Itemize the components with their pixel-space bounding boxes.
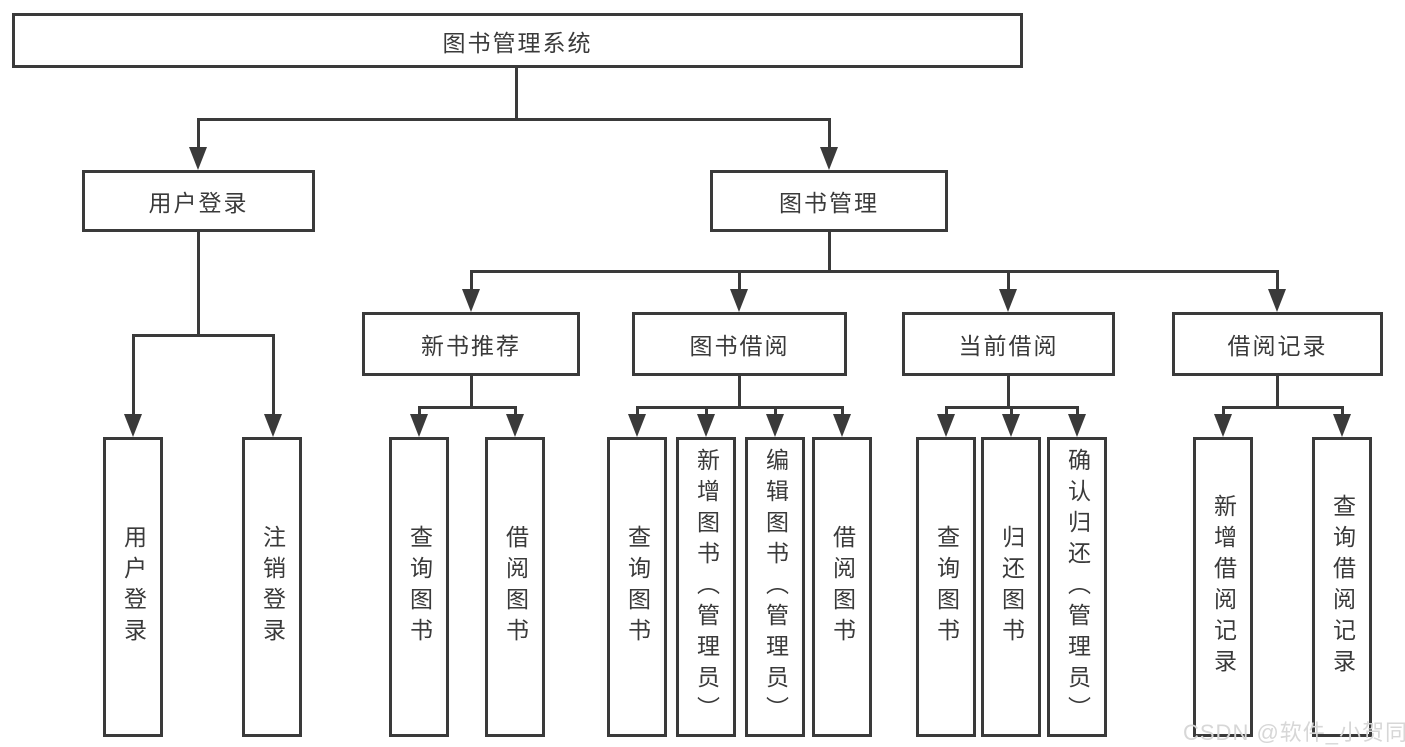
connector-vline [1222, 406, 1225, 417]
node-library-management-system: 图书管理系统 [12, 13, 1023, 68]
connector-vline [514, 406, 517, 417]
node-current-borrowing: 当前借阅 [902, 312, 1115, 376]
leaf-user-login: 用户登录 [103, 437, 163, 737]
connector-arrowhead [462, 289, 480, 312]
connector-hline [197, 118, 831, 121]
connector-vline [1276, 270, 1279, 291]
connector-vline [197, 230, 200, 336]
connector-vline [1276, 374, 1279, 408]
leaf-return-books: 归还图书 [981, 437, 1041, 737]
connector-arrowhead [697, 414, 715, 437]
leaf-borrow-books-recommend: 借阅图书 [485, 437, 545, 737]
connector-vline [738, 270, 741, 291]
leaf-query-books-borrow: 查询图书 [607, 437, 667, 737]
connector-arrowhead [628, 414, 646, 437]
connector-vline [470, 374, 473, 408]
connector-vline [197, 118, 200, 149]
connector-vline [705, 406, 708, 417]
connector-vline [945, 406, 948, 417]
connector-arrowhead [189, 147, 207, 170]
leaf-borrow-books: 借阅图书 [812, 437, 872, 737]
connector-arrowhead [264, 414, 282, 437]
connector-vline [418, 406, 421, 417]
leaf-query-books-current: 查询图书 [916, 437, 976, 737]
connector-vline [1076, 406, 1079, 417]
connector-vline [828, 118, 831, 149]
leaf-confirm-return-admin: 确认归还（管理员） [1047, 437, 1107, 737]
connector-vline [470, 270, 473, 291]
connector-arrowhead [1214, 414, 1232, 437]
connector-vline [515, 66, 518, 120]
leaf-add-books-admin: 新增图书（管理员） [676, 437, 736, 737]
connector-arrowhead [124, 414, 142, 437]
connector-arrowhead [820, 147, 838, 170]
connector-vline [1341, 406, 1344, 417]
leaf-query-books-recommend: 查询图书 [389, 437, 449, 737]
connector-hline [418, 406, 517, 409]
node-book-borrowing: 图书借阅 [632, 312, 847, 376]
connector-hline [132, 334, 275, 337]
connector-arrowhead [833, 414, 851, 437]
connector-arrowhead [1002, 414, 1020, 437]
connector-arrowhead [766, 414, 784, 437]
connector-vline [1010, 406, 1013, 417]
connector-hline [470, 270, 1279, 273]
connector-vline [841, 406, 844, 417]
connector-vline [636, 406, 639, 417]
node-user-login: 用户登录 [82, 170, 315, 232]
connector-hline [636, 406, 844, 409]
connector-arrowhead [1068, 414, 1086, 437]
leaf-query-borrow-record: 查询借阅记录 [1312, 437, 1372, 737]
connector-arrowhead [1268, 289, 1286, 312]
connector-vline [272, 334, 275, 415]
node-borrowing-records: 借阅记录 [1172, 312, 1383, 376]
connector-vline [1007, 270, 1010, 291]
connector-vline [774, 406, 777, 417]
connector-vline [132, 334, 135, 415]
node-new-book-recommendation: 新书推荐 [362, 312, 580, 376]
connector-vline [828, 230, 831, 272]
leaf-logout: 注销登录 [242, 437, 302, 737]
watermark: CSDN @软件_小贺同学 [1183, 720, 1405, 745]
leaf-add-borrow-record: 新增借阅记录 [1193, 437, 1253, 737]
connector-arrowhead [999, 289, 1017, 312]
connector-hline [1222, 406, 1344, 409]
connector-arrowhead [1333, 414, 1351, 437]
connector-arrowhead [937, 414, 955, 437]
connector-arrowhead [506, 414, 524, 437]
connector-vline [738, 374, 741, 408]
leaf-edit-books-admin: 编辑图书（管理员） [745, 437, 805, 737]
node-book-management: 图书管理 [710, 170, 948, 232]
connector-arrowhead [730, 289, 748, 312]
connector-vline [1007, 374, 1010, 408]
connector-arrowhead [410, 414, 428, 437]
